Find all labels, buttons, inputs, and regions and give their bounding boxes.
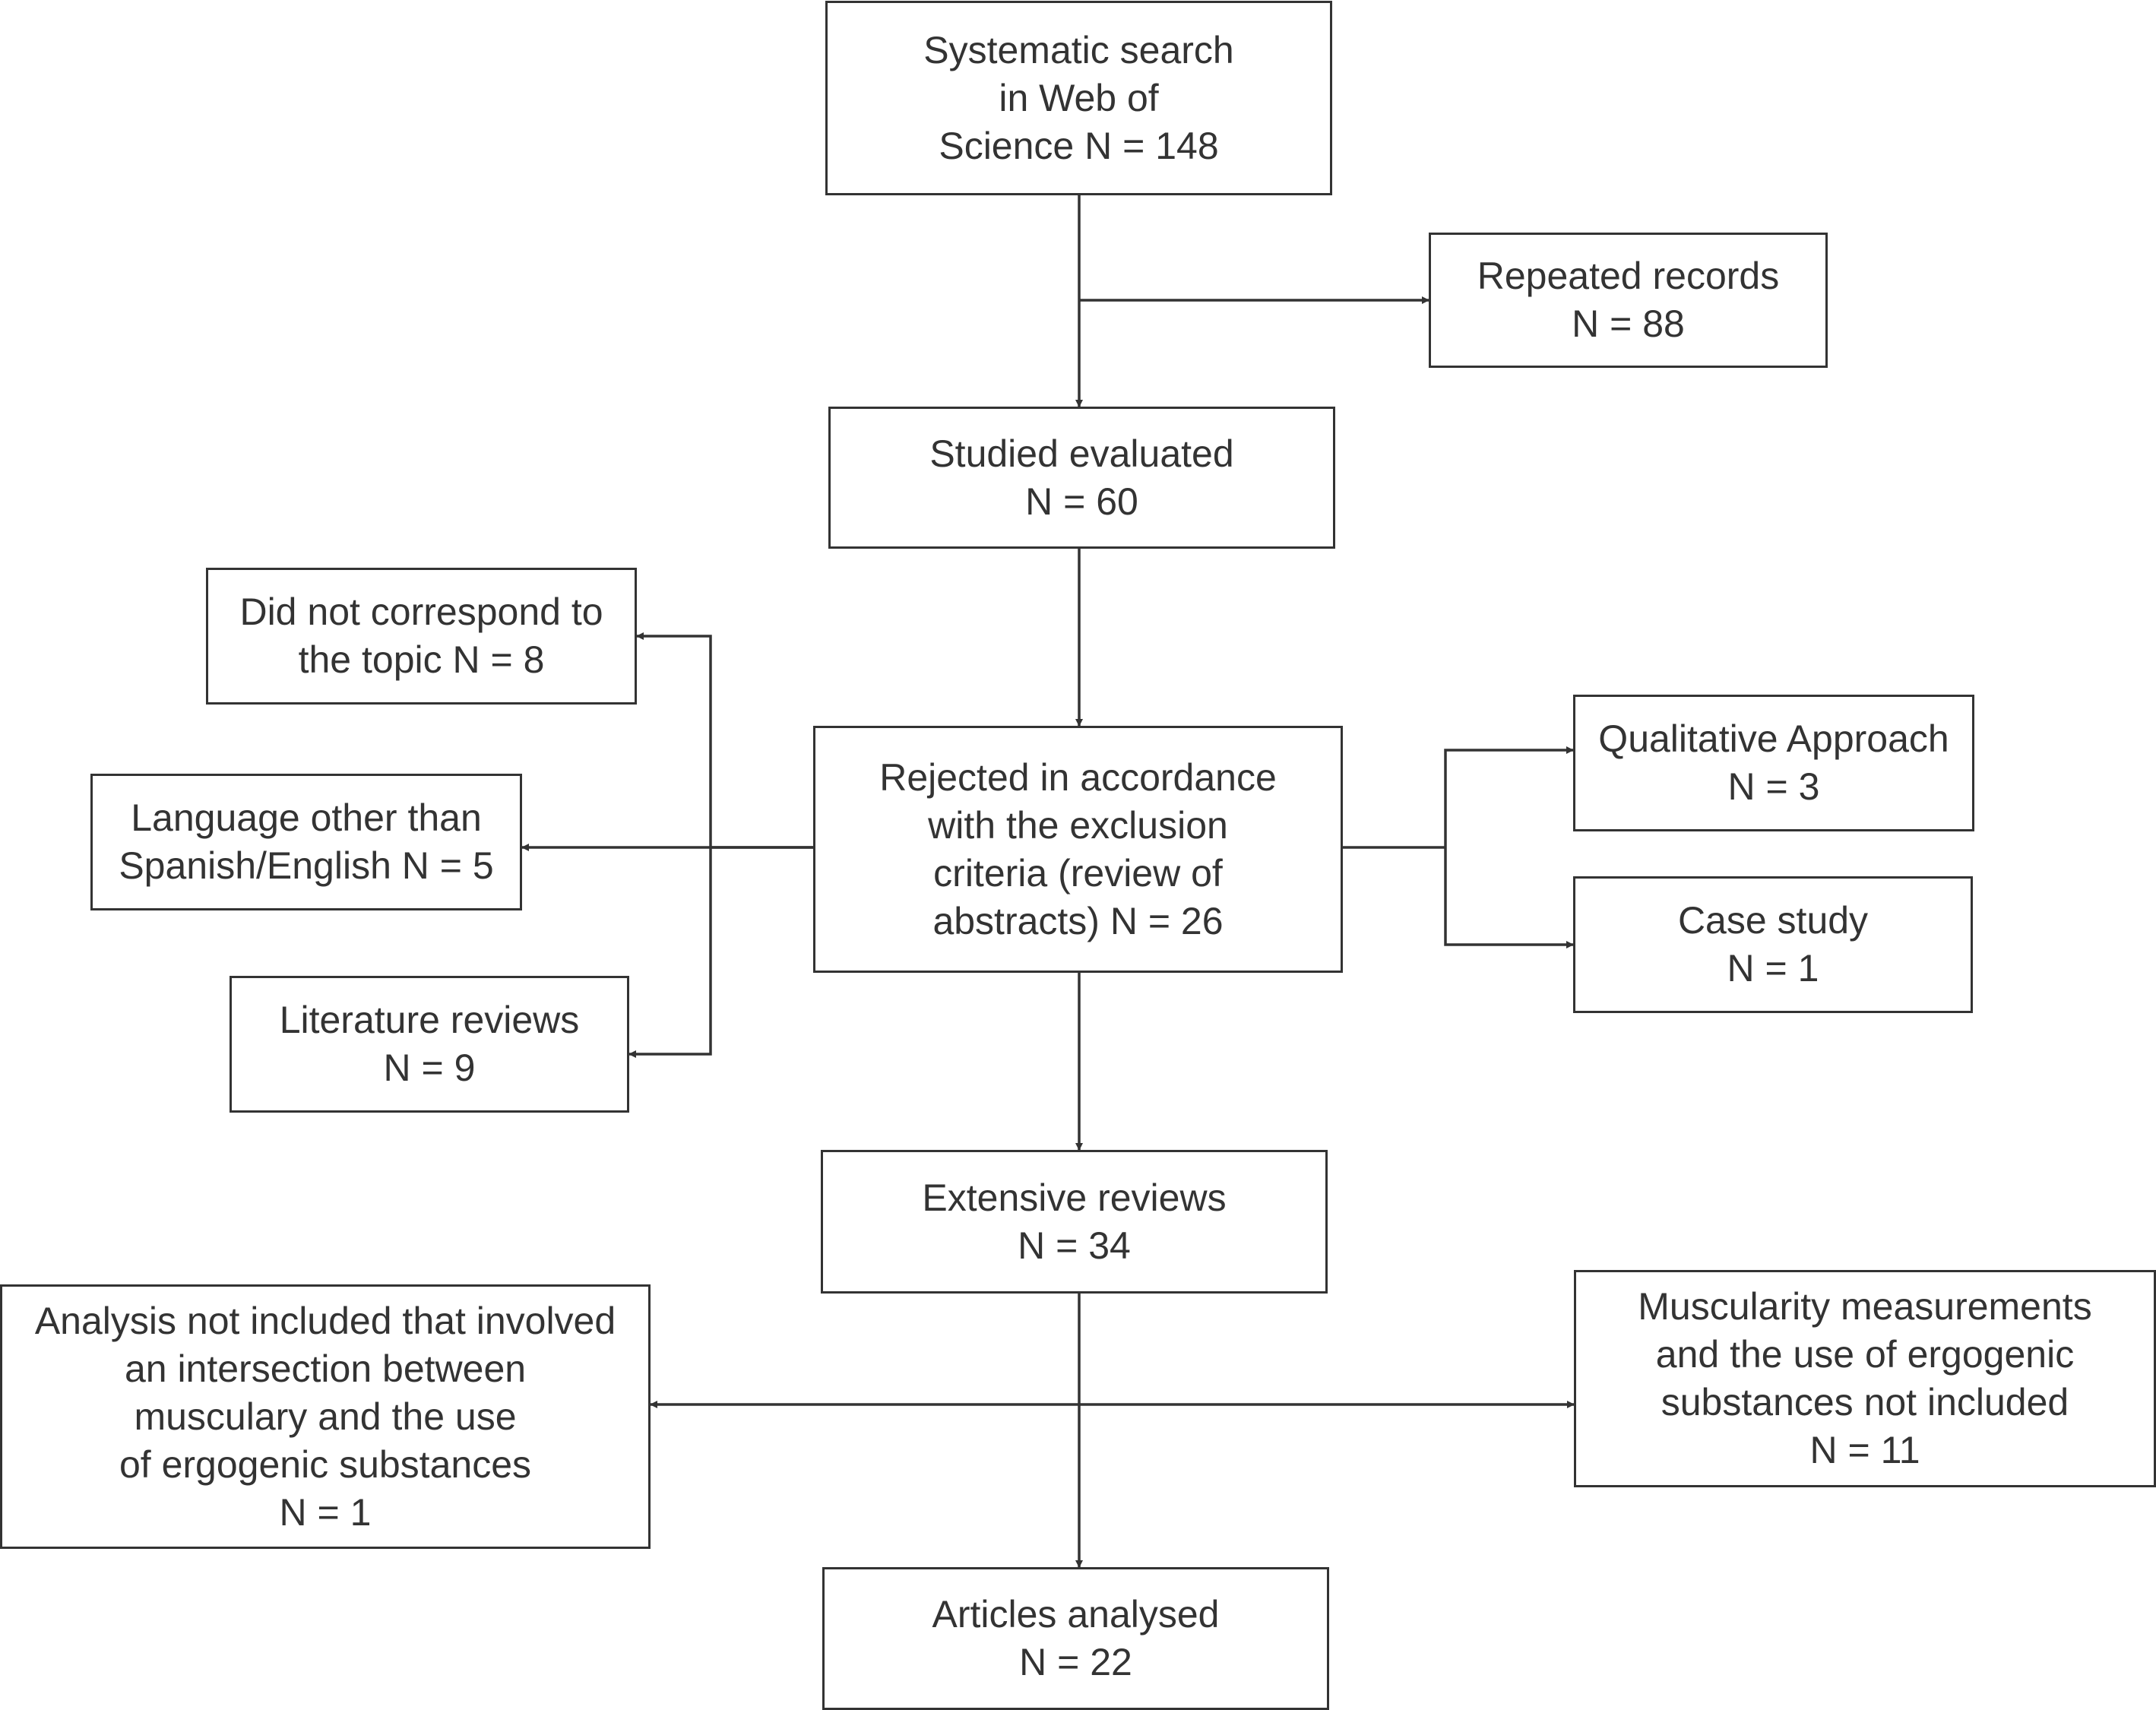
node-muscularity-not-included: Muscularity measurements and the use of … (1574, 1270, 2156, 1487)
node-line: N = 88 (1572, 302, 1685, 345)
node-line: Extensive reviews (922, 1176, 1227, 1219)
node-line: criteria (review of (933, 851, 1223, 895)
edge-trunk-to-qualitative (1444, 746, 1574, 847)
node-line: N = 3 (1727, 765, 1820, 808)
node-line: in Web of (999, 76, 1159, 119)
node-line: an intersection between (124, 1347, 527, 1390)
node-literature-reviews: Literature reviews N = 9 (230, 976, 629, 1113)
node-off-topic: Did not correspond to the topic N = 8 (206, 568, 637, 705)
node-repeated-records: Repeated records N = 88 (1429, 233, 1828, 368)
node-line: Repeated records (1477, 255, 1780, 297)
node-extensive-reviews: Extensive reviews N = 34 (821, 1150, 1328, 1294)
edge-trunk-to-case (1444, 847, 1574, 948)
node-line: N = 34 (1018, 1224, 1131, 1267)
node-line: the topic N = 8 (298, 638, 545, 681)
edge-trunk-to-literature (628, 847, 712, 1058)
node-line: substances not included (1661, 1381, 2069, 1423)
node-line: musculary and the use (134, 1395, 517, 1438)
edge-trunk-to-topic (636, 632, 712, 847)
node-line: Spanish/English N = 5 (119, 844, 494, 887)
node-line: Articles analysed (932, 1593, 1220, 1636)
node-line: N = 9 (383, 1047, 476, 1089)
node-language: Language other than Spanish/English N = … (90, 774, 522, 910)
node-line: Systematic search (923, 28, 1234, 71)
node-line: Literature reviews (279, 999, 580, 1041)
node-line: Studied evaluated (929, 432, 1234, 475)
node-line: N = 1 (1727, 947, 1819, 990)
node-articles-analysed: Articles analysed N = 22 (822, 1567, 1329, 1710)
node-systematic-search: Systematic search in Web of Science N = … (825, 1, 1332, 195)
node-line: Case study (1677, 899, 1869, 942)
node-line: Rejected in accordance (879, 755, 1277, 799)
node-line: and the use of ergogenic (1655, 1333, 2075, 1376)
node-line: abstracts) N = 26 (932, 899, 1224, 942)
node-line: Did not correspond to (239, 591, 603, 633)
node-line: Science N = 148 (939, 124, 1219, 167)
node-line: Qualitative Approach (1598, 717, 1949, 760)
node-line: Muscularity measurements (1638, 1285, 2092, 1328)
node-line: N = 60 (1025, 480, 1138, 523)
node-qualitative-approach: Qualitative Approach N = 3 (1573, 695, 1974, 831)
node-line: of ergogenic substances (119, 1442, 532, 1486)
node-rejected-exclusion: Rejected in accordance with the exclusio… (813, 726, 1343, 973)
node-line: N = 11 (1809, 1429, 1920, 1471)
node-line: Analysis not included that involved (34, 1299, 616, 1342)
node-line: with the exclusion (928, 803, 1228, 847)
node-line: Language other than (131, 796, 482, 839)
node-line: N = 1 (279, 1490, 372, 1534)
node-line: N = 22 (1019, 1641, 1132, 1683)
node-analysis-not-included: Analysis not included that involved an i… (0, 1284, 651, 1549)
node-studied-evaluated: Studied evaluated N = 60 (828, 407, 1335, 549)
node-case-study: Case study N = 1 (1573, 876, 1973, 1013)
